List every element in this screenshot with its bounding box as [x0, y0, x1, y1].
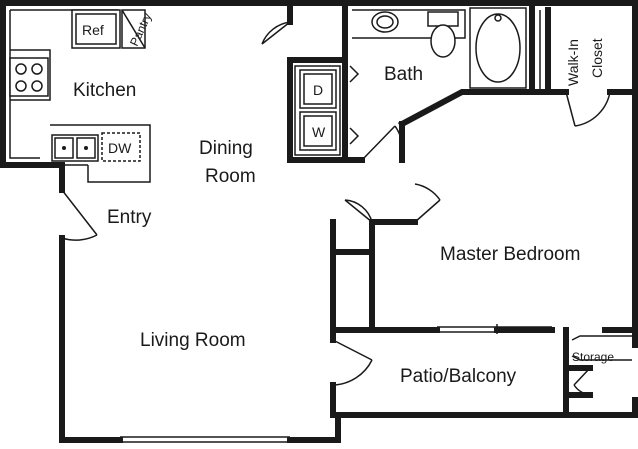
label-master-bedroom: Master Bedroom: [440, 244, 580, 265]
storage-shelf: [571, 335, 632, 361]
label-entry: Entry: [107, 207, 152, 228]
label-dining-line1: Dining: [199, 138, 253, 159]
dishwasher: [101, 132, 141, 162]
label-dishwasher: DW: [108, 140, 132, 156]
label-patio-balcony: Patio/Balcony: [400, 366, 517, 387]
labels: Kitchen Dining Room Entry Living Room Ba…: [73, 11, 614, 387]
label-walkin-line2: Closet: [589, 38, 605, 78]
label-washer: W: [312, 124, 326, 140]
windows: [120, 324, 552, 443]
washer-dryer: [294, 65, 360, 156]
label-refrigerator: Ref: [82, 22, 104, 38]
label-dining-line2: Room: [205, 166, 256, 187]
label-bath: Bath: [384, 64, 423, 85]
label-walkin-line1: Walk-In: [565, 39, 581, 86]
door-swings: [61, 21, 611, 396]
label-kitchen: Kitchen: [73, 80, 136, 101]
refrigerator: [71, 9, 121, 49]
bath-fixtures: [352, 7, 527, 89]
pantry: [121, 9, 146, 49]
label-living-room: Living Room: [140, 330, 246, 351]
stove: [9, 57, 49, 97]
sink: [51, 134, 99, 162]
label-dryer: D: [313, 82, 323, 98]
label-storage: Storage: [572, 350, 614, 364]
